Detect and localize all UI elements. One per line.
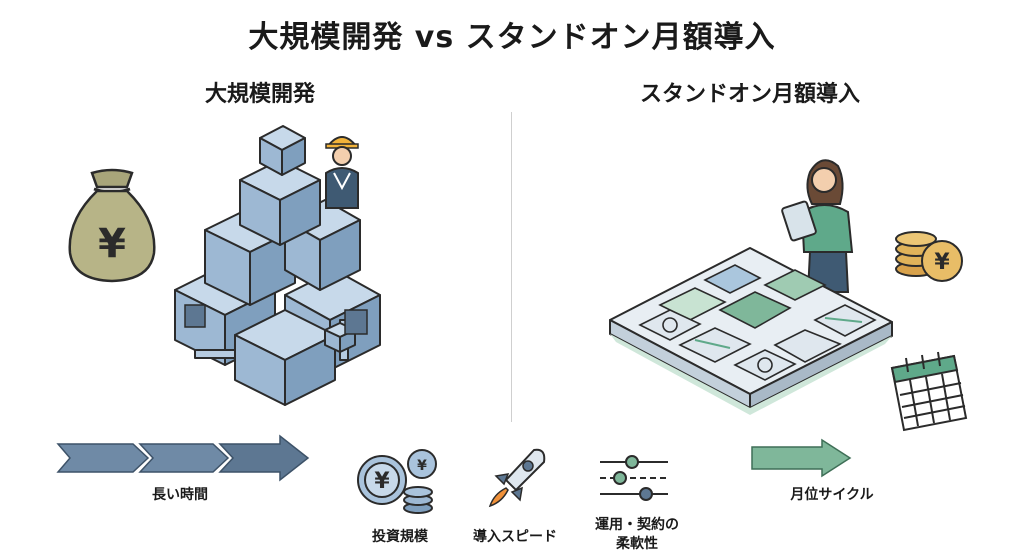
sliders-icon [600,455,668,501]
svg-text:¥: ¥ [374,469,390,494]
bag-yen-symbol: ¥ [98,221,126,267]
monthly-cycle-arrow [751,438,852,478]
modular-platform-illustration [609,247,893,415]
calendar-icon [890,351,968,432]
long-time-label: 長い時間 [152,487,208,503]
money-bag-icon: ¥ [68,168,156,283]
yen-coin-stack-icon: ¥ [895,231,963,282]
feature-speed-label: 導入スピード [473,529,557,545]
left-heading: 大規模開発 [204,82,315,107]
long-time-arrow [56,434,310,482]
page-title: 大規模開発 vs スタンドオン月額導入 [248,20,776,55]
svg-text:¥: ¥ [417,458,427,474]
feature-flexibility-label-2: 柔軟性 [616,536,658,552]
feature-investment-label: 投資規模 [372,529,428,545]
woman-with-tablet-icon [781,159,854,293]
worker-with-helmet-icon [325,136,359,209]
monthly-cycle-label: 月位サイクル [790,487,874,503]
coin-stack-icon: ¥ ¥ [357,449,437,514]
large-system-blocks-illustration [174,125,381,406]
coin-yen-symbol: ¥ [934,250,950,275]
right-heading: スタンドオン月額導入 [639,82,860,107]
rocket-icon [488,448,546,508]
center-divider [511,112,512,422]
feature-flexibility-label-1: 運用・契約の [595,517,679,533]
